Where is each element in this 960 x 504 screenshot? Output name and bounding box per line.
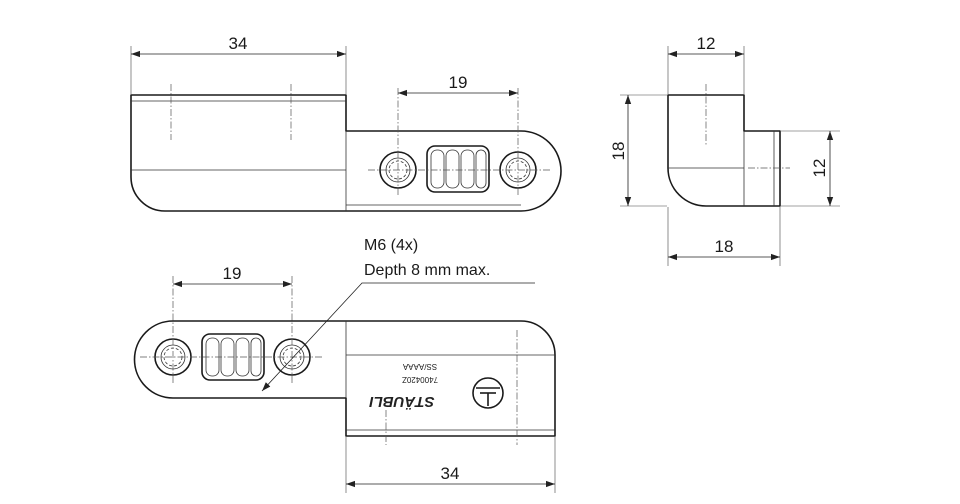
dim-side-12-label: 12 <box>697 34 716 53</box>
thread-note-leader <box>261 282 535 392</box>
dim-side-height-label: 18 <box>609 142 628 161</box>
ground-symbol <box>472 377 504 409</box>
top-view-outline <box>130 94 562 212</box>
top-grip-pattern <box>426 145 490 193</box>
dim-side-shank-label: 12 <box>810 159 829 178</box>
marking-code: SS/AAAA <box>402 362 437 371</box>
side-view-outline <box>667 94 781 207</box>
marking-brand: STÄUBLI <box>369 393 435 410</box>
dim-bottom-19-label: 19 <box>223 264 242 283</box>
bottom-view: 19 34 M6 (4x) Depth 8 mm max. SS/AAAA 74… <box>133 237 556 493</box>
top-view: 34 19 <box>130 34 562 212</box>
dim-top-19-label: 19 <box>449 73 468 92</box>
side-view: 12 18 12 18 <box>609 34 840 266</box>
bottom-view-outline <box>133 320 556 437</box>
dim-side-bottom-label: 18 <box>715 237 734 256</box>
thread-depth-label: Depth 8 mm max. <box>364 262 490 279</box>
product-marking: SS/AAAA 7400420Z STÄUBLI <box>369 362 504 410</box>
dim-top-34-label: 34 <box>229 34 248 53</box>
marking-part-number: 7400420Z <box>402 375 438 384</box>
thread-note-label: M6 (4x) <box>364 237 418 254</box>
dim-bottom-34-label: 34 <box>441 464 460 483</box>
